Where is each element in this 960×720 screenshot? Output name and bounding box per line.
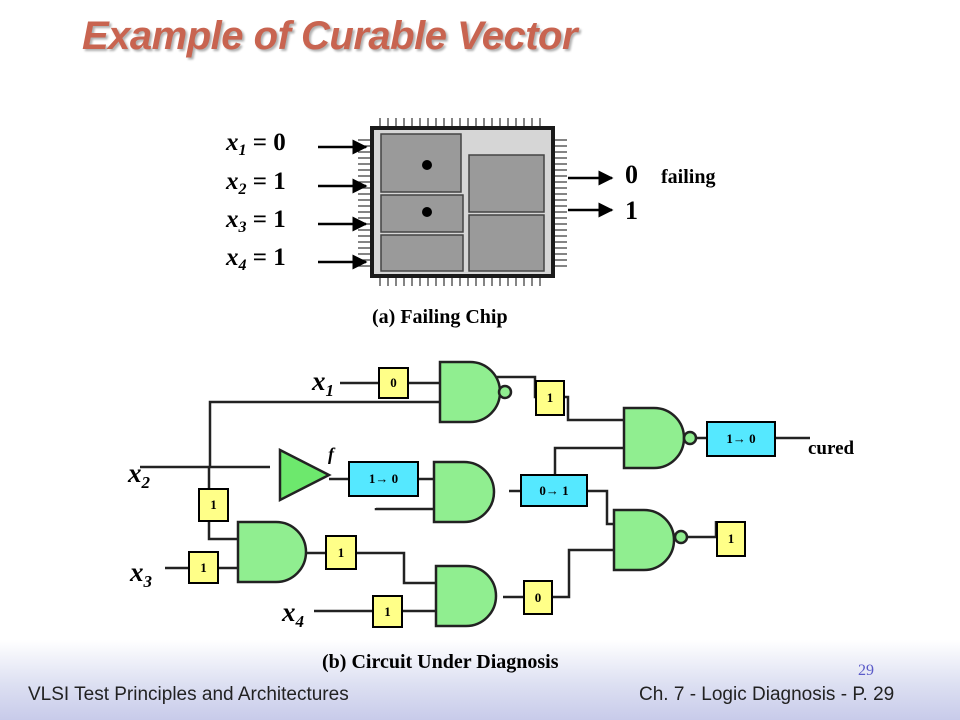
value-box-x4: 1 (372, 595, 403, 628)
chip-output-1: 0 (625, 160, 638, 189)
and-gate-g4 (236, 520, 308, 584)
value-box-x1: 0 (378, 367, 409, 399)
chip-block-5 (468, 214, 545, 272)
buffer-gate-f (278, 447, 332, 503)
cured-label: cured (808, 438, 855, 459)
value-box-and-out: 1 (325, 535, 357, 570)
footer-band (0, 640, 960, 720)
footer-course-title: VLSI Test Principles and Architectures (28, 684, 349, 705)
circuit-input-x4: x4 (282, 597, 304, 631)
chip-pins-right (553, 139, 567, 267)
value-box-output-2: 1 (716, 521, 746, 557)
chip-output-arrows (568, 170, 614, 218)
chip-input-x4: x4 = 1 (226, 244, 286, 274)
chip-block-1 (380, 133, 462, 193)
circuit-input-x3: x3 (130, 557, 152, 591)
value-box-fault-site: 1→ 0 (348, 461, 419, 497)
nand-gate-g2 (622, 406, 698, 470)
chip-caption: (a) Failing Chip (372, 306, 508, 328)
chip-block-2 (380, 194, 464, 233)
chip-input-x3: x3 = 1 (226, 206, 286, 236)
failing-label: failing (661, 166, 716, 188)
chip-output-2: 1 (625, 196, 638, 225)
slide-title: Example of Curable Vector (82, 14, 578, 58)
fault-label: f (328, 444, 334, 464)
chip-fault-dot-1 (422, 160, 432, 170)
value-box-g3-out: 0→ 1 (520, 474, 588, 507)
chip-input-x1: x1 = 0 (226, 129, 286, 159)
circuit-input-x2: x2 (128, 458, 150, 492)
value-box-g1-out: 1 (535, 380, 565, 416)
value-box-x2: 1 (198, 488, 229, 522)
circuit-caption: (b) Circuit Under Diagnosis (322, 651, 559, 673)
and-gate-g3 (432, 460, 496, 524)
page-number: 29 (858, 662, 874, 679)
value-box-g6-out: 0 (523, 580, 553, 615)
chip-fault-dot-2 (422, 207, 432, 217)
nand-gate-g1 (438, 360, 513, 424)
chip-input-arrows (318, 139, 368, 270)
chip-block-3 (380, 234, 464, 272)
value-box-x3: 1 (188, 551, 219, 584)
chip-block-4 (468, 154, 545, 213)
value-box-output-1: 1→ 0 (706, 421, 776, 457)
circuit-input-x1: x1 (312, 366, 334, 400)
nand-gate-g5 (612, 508, 689, 572)
chip-input-x2: x2 = 1 (226, 168, 286, 198)
and-gate-g6 (434, 564, 498, 628)
footer-chapter-page: Ch. 7 - Logic Diagnosis - P. 29 (639, 684, 895, 705)
chip-pins-left (358, 139, 372, 267)
